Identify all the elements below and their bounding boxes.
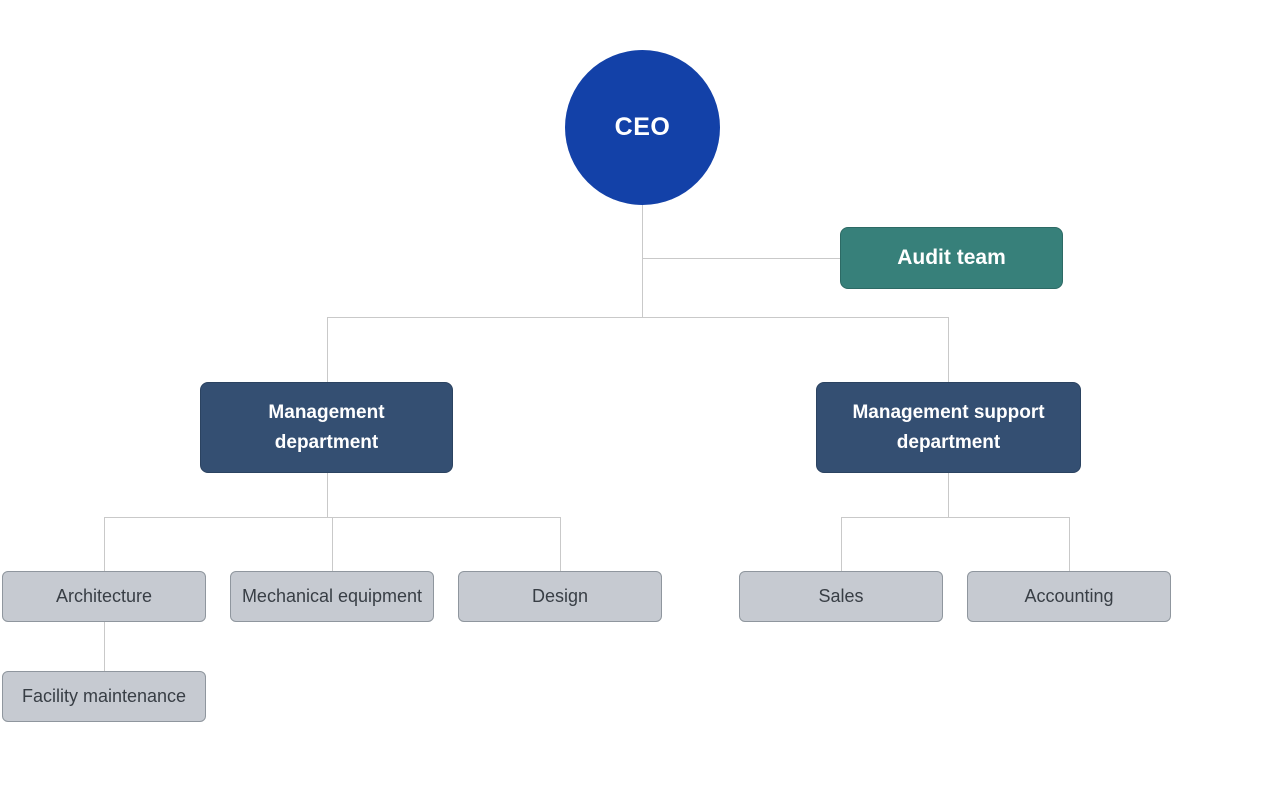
ceo-node: CEO	[565, 50, 720, 205]
connector-to-management-support	[948, 317, 949, 382]
connector-to-management	[327, 317, 328, 382]
sales-node: Sales	[739, 571, 943, 622]
ceo-label: CEO	[614, 113, 671, 141]
connector-management-down	[327, 473, 328, 517]
connector-to-design	[560, 517, 561, 571]
connector-departments-branch	[327, 317, 949, 318]
design-node: Design	[458, 571, 662, 622]
facility-maintenance-label: Facility maintenance	[21, 686, 187, 706]
mechanical-equipment-node: Mechanical equipment	[230, 571, 434, 622]
audit-team-label: Audit team	[897, 246, 1006, 269]
mechanical-equipment-label: Mechanical equipment	[241, 586, 423, 606]
connector-to-facility-maintenance	[104, 622, 105, 671]
management-department-node: Management department	[200, 382, 453, 473]
design-label: Design	[531, 586, 589, 606]
management-support-department-label: Management support department	[852, 402, 1045, 453]
architecture-node: Architecture	[2, 571, 206, 622]
audit-team-node: Audit team	[840, 227, 1063, 289]
connector-to-architecture	[104, 517, 105, 571]
connector-management-support-branch	[841, 517, 1069, 518]
connector-management-support-down	[948, 473, 949, 517]
connector-ceo-down	[642, 205, 643, 317]
connector-to-accounting	[1069, 517, 1070, 571]
facility-maintenance-node: Facility maintenance	[2, 671, 206, 722]
management-department-label: Management department	[268, 402, 385, 453]
accounting-node: Accounting	[967, 571, 1171, 622]
accounting-label: Accounting	[1024, 586, 1114, 606]
sales-label: Sales	[818, 586, 864, 606]
connector-to-sales	[841, 517, 842, 571]
connector-ceo-audit-team	[642, 258, 840, 259]
architecture-label: Architecture	[55, 586, 153, 606]
management-support-department-node: Management support department	[816, 382, 1081, 473]
connector-to-mechanical-equipment	[332, 517, 333, 571]
